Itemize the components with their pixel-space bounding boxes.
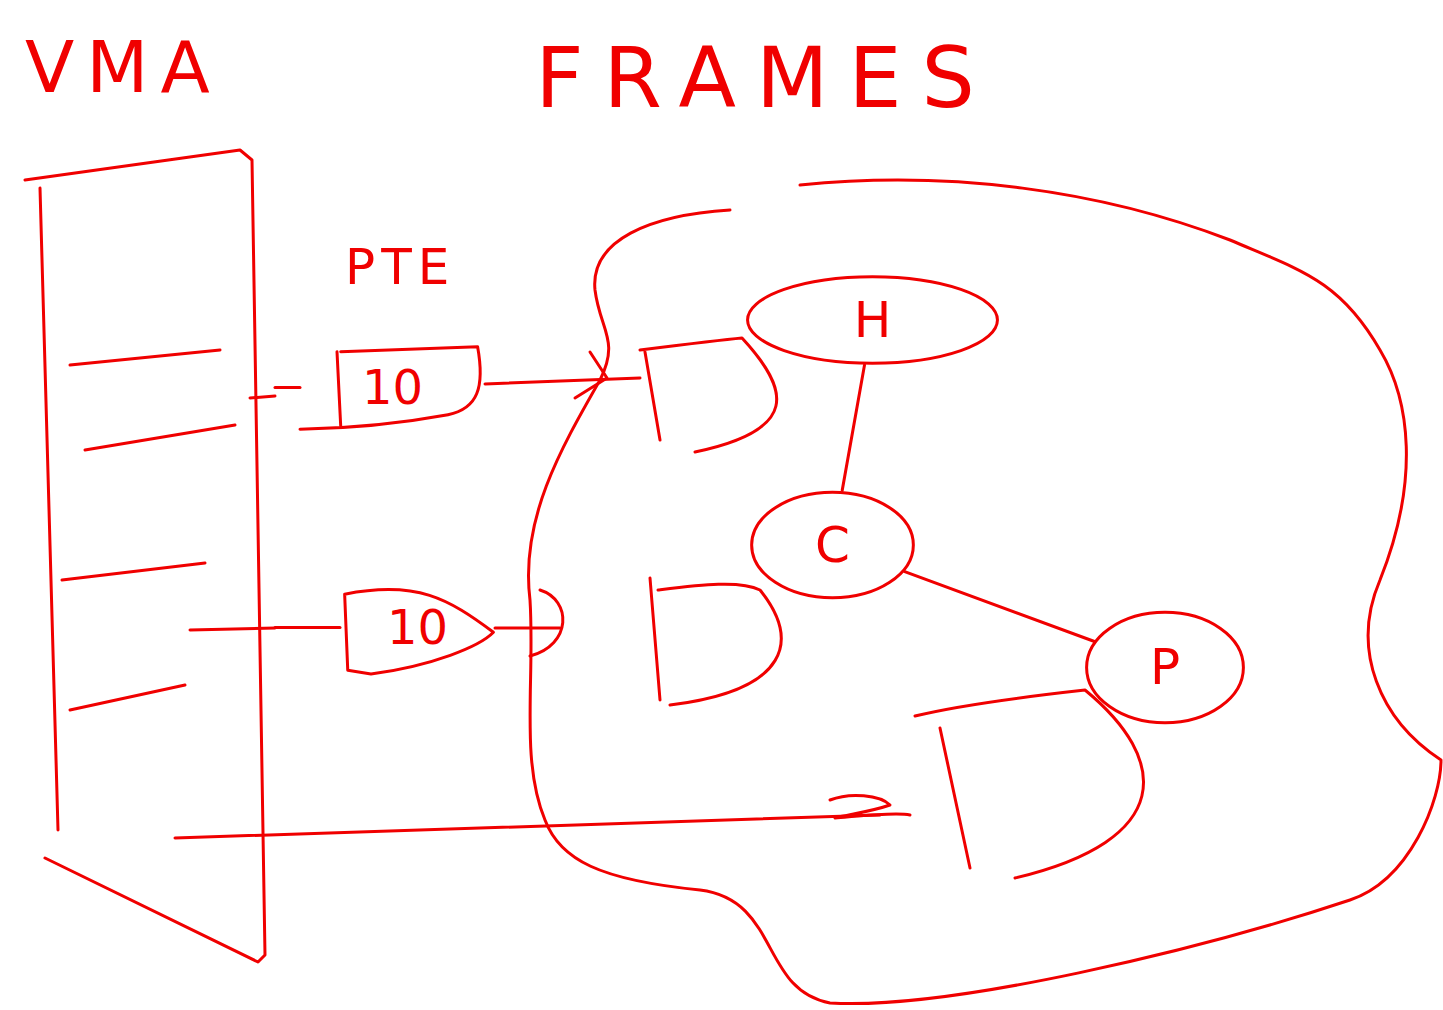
vma-entry-line [62,563,205,580]
page-frame [640,338,777,452]
circle-outline [748,277,998,363]
vma-entry-line [70,685,185,710]
connector-line [842,365,864,490]
page-frame [915,690,1144,878]
node-label: P [1150,640,1180,695]
vma-pointer-stub [250,396,275,398]
region-heading: FRAMES [500,10,1030,124]
pte-outline [300,347,480,429]
page-frame [650,578,781,705]
vma-box-outline [25,20,275,965]
vma-box: VMA [25,20,275,965]
circle-outline [1087,612,1244,722]
region-heading: VMA [25,20,275,107]
node-label: 10 [362,361,423,414]
pte-outline [345,589,494,674]
pte-to-frame-line [485,378,640,384]
connector-line [275,386,300,389]
circle-outline [752,492,914,598]
node-label: H [854,293,892,348]
frames-outline [528,180,1441,1003]
pte-entry: 10 [340,580,495,675]
squiggle [830,795,910,818]
node-label: 10 [387,601,448,654]
tree-node-circle: H [745,275,1000,365]
connector-line [275,626,340,629]
vma-to-frame-line [175,815,880,838]
frames-region-outline [520,10,1443,1010]
node-label: C [815,518,850,573]
frames-region: FRAMESHCP [520,10,1443,1010]
vma-entry-line [70,350,220,365]
arrow-head [530,590,563,656]
connector-line [905,572,1094,642]
vma-pointer-stub [190,628,275,630]
tree-node-circle: P [1085,610,1245,725]
pte-entry: 10 [300,345,485,430]
table-label: PTE [345,238,455,296]
vma-outline [25,150,265,962]
vma-entry-line [85,425,235,450]
tree-node-circle: C [750,490,915,600]
pte-to-frame-line [495,627,560,630]
